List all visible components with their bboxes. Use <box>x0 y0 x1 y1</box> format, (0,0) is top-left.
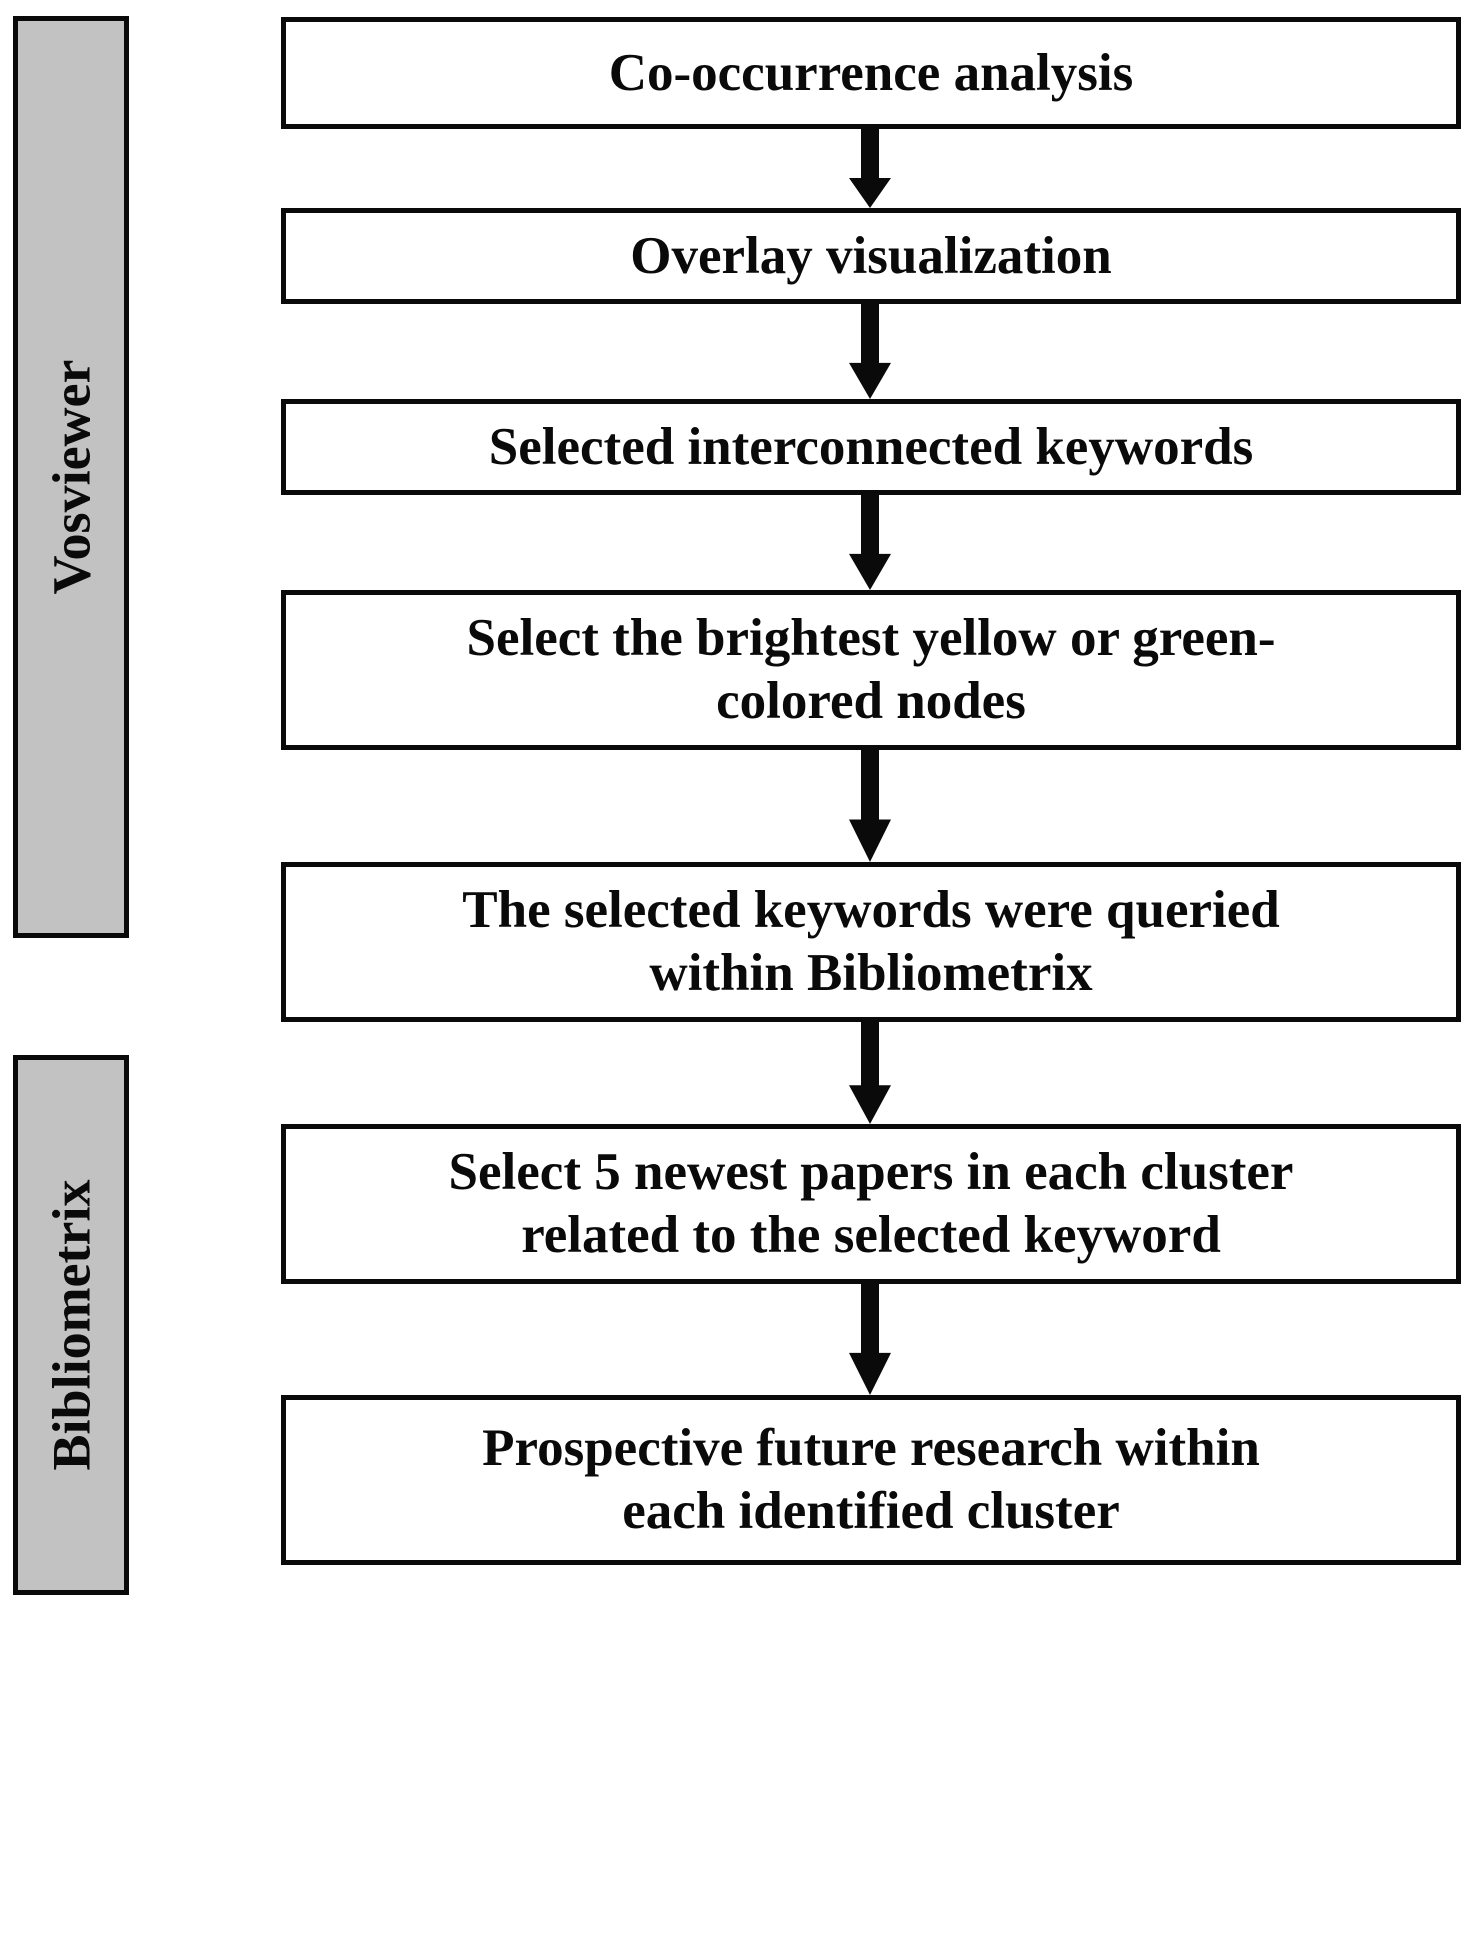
flow-step-box-6: Select 5 newest papers in each cluster r… <box>281 1124 1461 1284</box>
flow-step-line: Select the brightest yellow or green- <box>466 609 1276 668</box>
flow-step-label-3: Selected interconnected keywords <box>463 416 1279 479</box>
flow-step-box-5: The selected keywords were queried withi… <box>281 862 1461 1022</box>
flow-step-line: Select 5 newest papers in each cluster <box>448 1143 1294 1202</box>
flow-step-label-7: Prospective future research within each … <box>456 1417 1286 1542</box>
down-arrow-icon-4 <box>849 750 891 862</box>
flow-step-line: related to the selected keyword <box>521 1206 1221 1264</box>
flow-step-label-4: Select the brightest yellow or green- co… <box>440 607 1301 732</box>
flow-step-box-2: Overlay visualization <box>281 208 1461 304</box>
flow-step-box-1: Co-occurrence analysis <box>281 17 1461 129</box>
down-arrow-icon-6 <box>849 1284 891 1395</box>
stage-bar-vosviewer: Vosviewer <box>13 16 129 938</box>
flow-step-box-4: Select the brightest yellow or green- co… <box>281 590 1461 750</box>
down-arrow-icon-5 <box>849 1022 891 1124</box>
flow-step-line: Prospective future research within <box>482 1419 1260 1478</box>
flow-step-line: Co-occurrence analysis <box>608 43 1134 102</box>
down-arrow-icon-2 <box>849 304 891 399</box>
down-arrow-icon-3 <box>849 495 891 590</box>
flow-step-line: Overlay visualization <box>630 226 1112 285</box>
down-arrow-icon-1 <box>849 129 891 208</box>
stage-bar-bibliometrix: Bibliometrix <box>13 1055 129 1595</box>
flow-step-label-6: Select 5 newest papers in each cluster r… <box>423 1141 1320 1266</box>
flow-step-line: each identified cluster <box>622 1482 1120 1540</box>
flow-step-box-3: Selected interconnected keywords <box>281 399 1461 495</box>
flow-step-label-2: Overlay visualization <box>604 225 1137 288</box>
stage-label-vosviewer: Vosviewer <box>41 359 101 595</box>
flow-step-line: within Bibliometrix <box>649 944 1093 1002</box>
flow-step-label-1: Co-occurrence analysis <box>583 42 1160 105</box>
flow-step-line: The selected keywords were queried <box>462 881 1280 940</box>
flow-step-line: Selected interconnected keywords <box>488 417 1254 476</box>
flow-step-label-5: The selected keywords were queried withi… <box>436 879 1305 1004</box>
stage-label-bibliometrix: Bibliometrix <box>41 1179 101 1471</box>
flow-step-box-7: Prospective future research within each … <box>281 1395 1461 1565</box>
flow-step-line: colored nodes <box>716 672 1026 730</box>
